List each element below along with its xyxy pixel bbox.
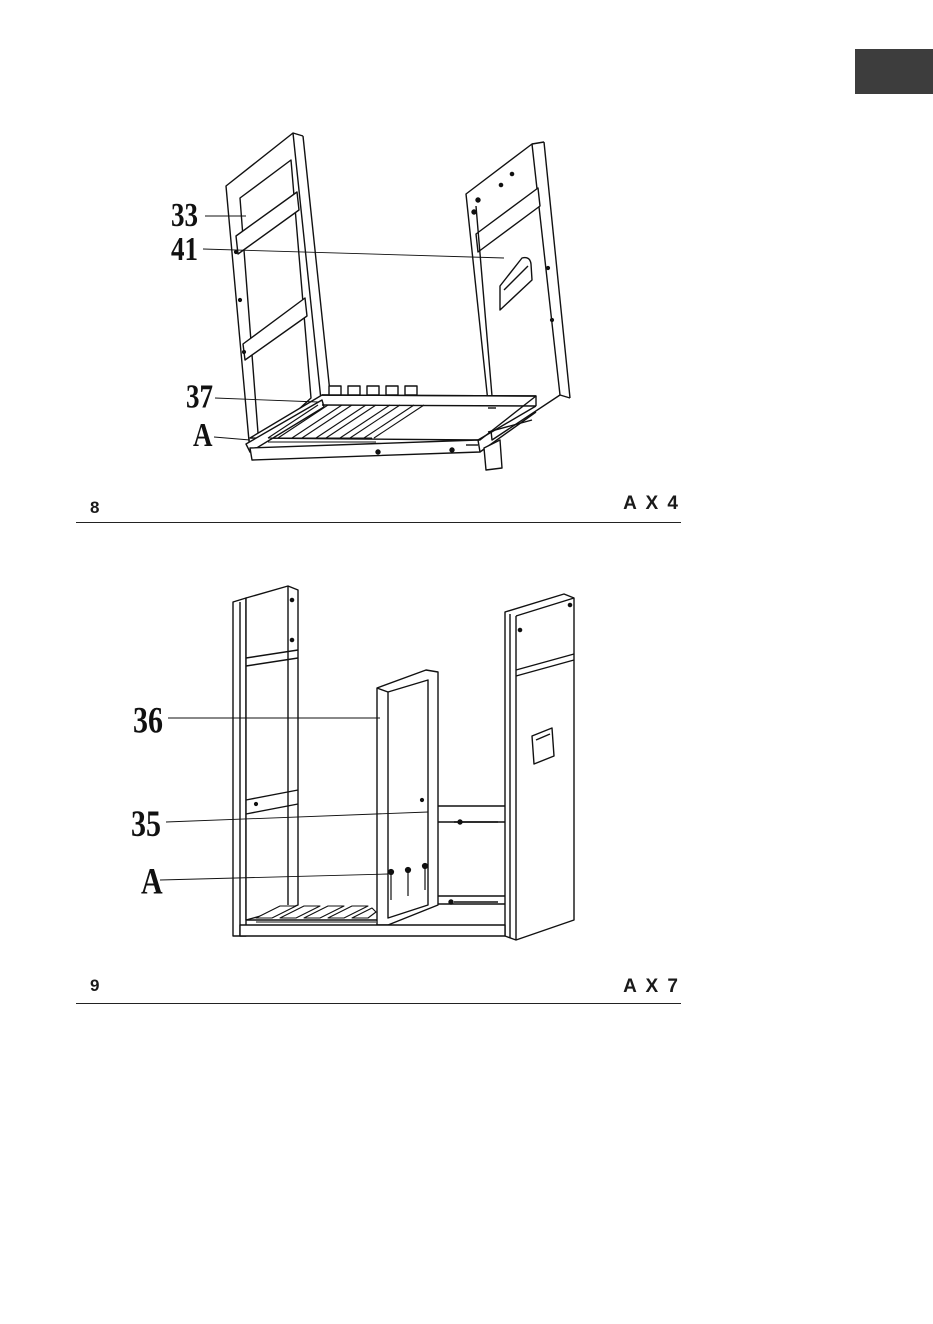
- divider: [76, 522, 681, 523]
- step-8-footer: 8 A X 4: [76, 490, 681, 524]
- step-9-diagram: 36 35 A: [0, 570, 933, 960]
- step-8-diagram: 33 41 37 A: [0, 0, 933, 480]
- step-number: 9: [90, 976, 99, 996]
- callout-36: 36: [133, 700, 163, 741]
- base-frame: [240, 925, 505, 936]
- fastener-quantity: A X 7: [623, 976, 679, 998]
- callout-41: 41: [171, 230, 198, 268]
- divider: [76, 1003, 681, 1004]
- callout-A: A: [141, 862, 163, 903]
- callout-37: 37: [186, 378, 213, 416]
- step-9-footer: 9 A X 7: [76, 972, 681, 1006]
- callout-35: 35: [131, 804, 161, 845]
- callout-A: A: [193, 416, 212, 454]
- step-number: 8: [90, 498, 99, 518]
- fastener-quantity: A X 4: [623, 493, 679, 515]
- callout-33: 33: [171, 196, 198, 234]
